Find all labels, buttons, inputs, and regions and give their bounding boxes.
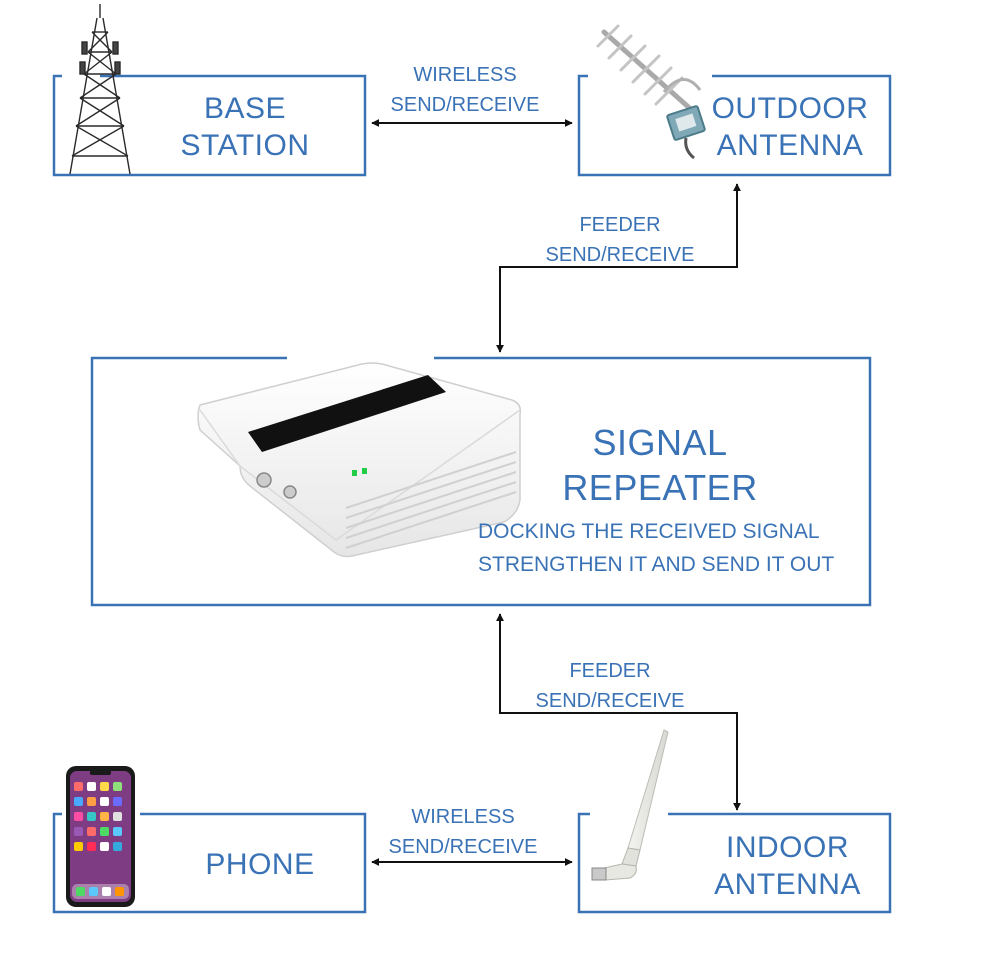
outdoor-antenna-box: [577, 74, 892, 177]
repeater-device-icon: [197, 362, 522, 558]
lower-feeder-arrow: [496, 613, 741, 811]
yagi-antenna-icon: [596, 24, 706, 160]
indoor-antenna-box: [577, 812, 892, 914]
bottom-wireless-label: WIRELESS SEND/RECEIVE: [388, 806, 538, 858]
base-station-box: [52, 74, 367, 177]
top-wireless-label: WIRELESS SEND/RECEIVE: [390, 64, 540, 116]
upper-feeder-label: FEEDER SEND/RECEIVE: [545, 214, 695, 266]
signal-repeater-box: [90, 356, 872, 607]
signal-repeater-title: SIGNAL REPEATER: [562, 422, 758, 508]
lower-feeder-label: FEEDER SEND/RECEIVE: [535, 660, 685, 712]
smartphone-icon: [66, 766, 135, 907]
cell-tower-icon: [69, 4, 131, 175]
signal-repeater-description: DOCKING THE RECEIVED SIGNAL STRENGTHEN I…: [478, 520, 835, 576]
whip-antenna-icon: [591, 729, 669, 881]
upper-feeder-arrow: [496, 183, 741, 353]
outdoor-antenna-label: OUTDOOR ANTENNA: [711, 92, 869, 162]
base-station-label: BASE STATION: [180, 92, 310, 162]
phone-label: PHONE: [205, 848, 315, 881]
phone-box: [52, 812, 367, 914]
indoor-antenna-label: INDOOR ANTENNA: [714, 831, 861, 901]
